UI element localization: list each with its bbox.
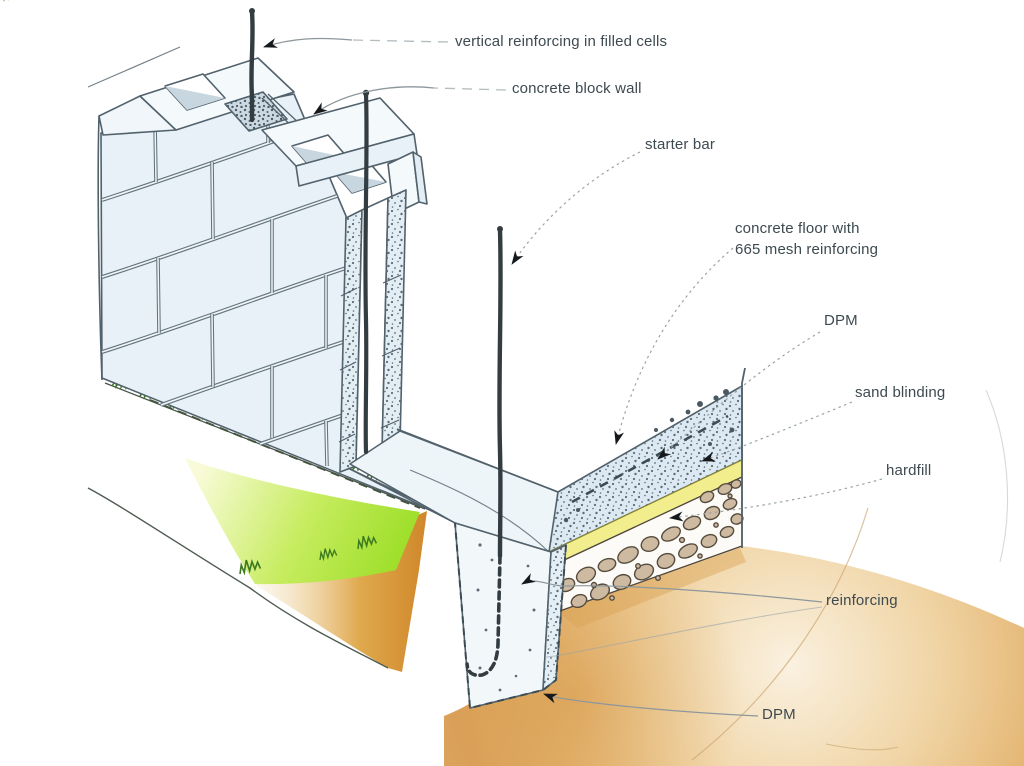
leader-hardfill — [669, 478, 883, 522]
leader-starter-bar — [511, 151, 641, 265]
vertical-rebar-2 — [363, 91, 369, 455]
reinforcing-bars — [249, 8, 503, 678]
dpc-dashed-line — [149, 399, 421, 509]
wall-rear-top-edge — [87, 46, 181, 88]
starter-bar-rod — [497, 227, 503, 559]
slab-cut-edge — [741, 367, 746, 548]
label-concrete-floor-line2: 665 mesh reinforcing — [735, 241, 879, 258]
grass-patch — [185, 458, 420, 585]
leader-concrete-floor — [614, 247, 734, 445]
vertical-rebar-1 — [249, 9, 255, 123]
label-vertical-reinforcing: vertical reinforcing in filled cells — [455, 33, 668, 50]
wall-left-end-edge — [97, 115, 103, 381]
leader-sand-blinding — [701, 401, 853, 462]
block-end-stipple — [412, 151, 428, 205]
label-starter-bar: starter bar — [645, 136, 716, 153]
leader-dpm-lower — [543, 693, 759, 717]
footing-dpm-dashed — [454, 522, 567, 709]
footing — [454, 522, 567, 709]
leader-reinforcing — [521, 573, 823, 603]
inner-wall-and-floor-junction — [347, 428, 559, 553]
label-concrete-block-wall: concrete block wall — [512, 80, 642, 97]
slab-aggregate-dots — [563, 389, 735, 523]
leader-dpm-upper — [657, 331, 821, 460]
leader-concrete-block-wall — [313, 86, 435, 115]
mesh-reinforcing-dashed — [571, 414, 729, 504]
bed-joints — [101, 127, 347, 446]
label-dpm-upper: DPM — [824, 312, 858, 329]
ground-contour-right — [985, 389, 1009, 563]
hollow-cell-shading — [292, 146, 348, 169]
footing-front-face — [454, 522, 552, 709]
label-sand-blinding: sand blinding — [855, 384, 946, 401]
label-hardfill: hardfill — [886, 462, 932, 479]
grass-area — [0, 0, 431, 585]
ground-cut-edge-line — [87, 487, 389, 669]
leader-vertical-reinforcing — [263, 37, 353, 48]
soil-contour-line — [825, 743, 899, 751]
label-concrete-floor-line1: concrete floor with — [735, 220, 860, 237]
starter-bar-embedded-hook — [465, 554, 502, 678]
label-concrete-floor: concrete floor with 665 mesh reinforcing — [735, 218, 878, 260]
label-reinforcing: reinforcing — [826, 592, 898, 609]
hollow-cell-shading — [334, 172, 386, 193]
cut-course-joints — [338, 274, 402, 443]
concrete-block-wall-drawing — [87, 46, 469, 527]
label-dpm-lower: DPM — [762, 706, 796, 723]
leader-lines — [263, 37, 883, 717]
footing-stipple-dots — [476, 543, 536, 692]
hollow-cell-shading — [165, 86, 225, 110]
soil-contour-line — [691, 507, 869, 761]
